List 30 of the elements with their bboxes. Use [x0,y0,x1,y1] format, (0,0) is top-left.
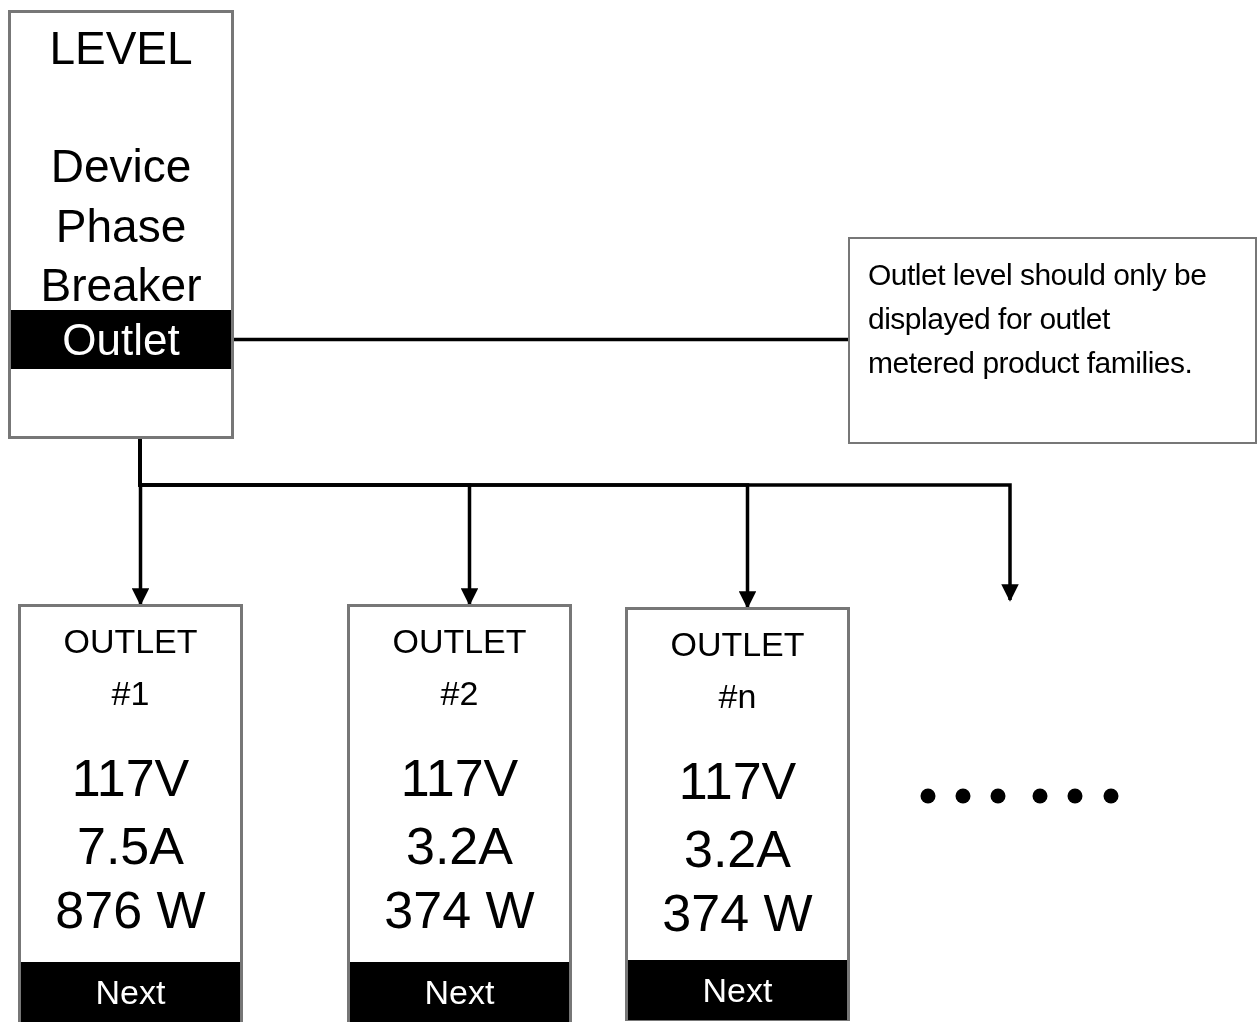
outlet-screen [347,604,572,1022]
outlet-screen [625,607,850,1021]
reading-value: 117V [399,752,520,804]
reading-value: 117V [70,752,191,804]
menu-text: Breaker [39,262,203,308]
screen-heading: LEVEL [48,25,194,71]
reading-value: 374 W [383,884,536,936]
menu-text: Next [424,975,495,1009]
menu-text: Phase [54,203,188,249]
outlet-screen [18,604,243,1022]
reading-value: 117V [677,755,798,807]
outlet-heading: OUTLET #n [669,624,806,717]
outlet-heading: OUTLET #1 [62,621,199,714]
highlight-bar [21,962,240,1022]
menu-text: Outlet [62,317,180,362]
reading-value: 7.5A [76,820,185,872]
menu-text: Next [95,975,166,1009]
menu-text: Device [49,143,193,189]
reading-value: 374 W [661,887,814,939]
reading-value: 876 W [54,884,207,936]
reading-value: 3.2A [405,820,514,872]
note-box [848,237,1257,444]
reading-value: 3.2A [683,823,792,875]
highlight-bar [350,962,569,1022]
level-screen [8,10,234,439]
highlight-bar [11,310,231,369]
menu-text: Next [702,973,773,1007]
highlight-bar [628,960,847,1020]
note-text: Outlet level should only be displayed for outlet metered product families. [868,257,1208,381]
outlet-heading: OUTLET #2 [391,621,528,714]
